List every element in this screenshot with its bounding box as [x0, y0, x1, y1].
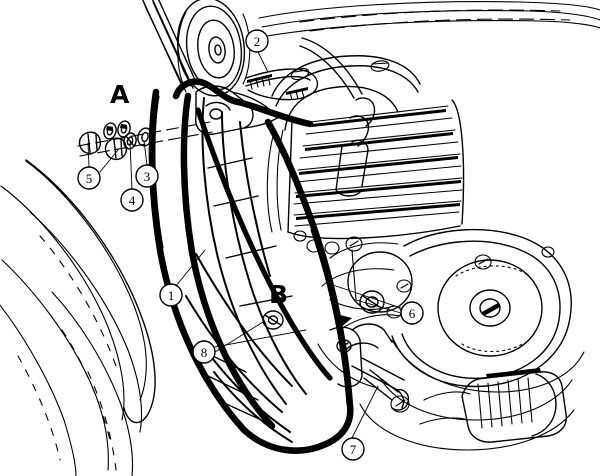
crankcase-port-circle: [347, 251, 413, 313]
footpeg: [461, 371, 567, 443]
callout-number: 7: [350, 442, 357, 457]
nut-b: [104, 137, 128, 161]
callout-number: 5: [86, 171, 93, 186]
section-label-a: A: [110, 80, 130, 109]
bracket-arm: [231, 91, 283, 129]
callout-8[interactable]: 8: [192, 340, 216, 364]
callout-circle: [77, 166, 101, 190]
hardware-shade: [106, 124, 127, 131]
clutch-cover-circle: [437, 259, 543, 357]
linkage-rod: [363, 369, 410, 411]
crash-bar-assembly: [148, 78, 354, 454]
callout-number: 3: [144, 169, 151, 184]
section-label-b: B: [269, 280, 289, 309]
callout-circle: [120, 188, 144, 212]
callout-6[interactable]: 6: [400, 301, 424, 325]
u-clamp-shade: [247, 74, 308, 95]
callout-group: 1 2 34 5 6 7 8: [77, 29, 424, 461]
cylinder-outline: [287, 99, 465, 240]
crankcase-lower: [359, 339, 585, 451]
callout-number: 8: [201, 345, 208, 360]
callout-circle: [159, 283, 183, 307]
footpeg-rib-shadow: [486, 368, 541, 378]
washer-small-a: [103, 122, 117, 140]
front-tire: [0, 160, 147, 476]
spring-washer: [123, 132, 137, 150]
crash-bar-inner-tubes: [185, 97, 307, 443]
upper-mount-bracket: [195, 85, 254, 135]
callout-7[interactable]: 7: [341, 437, 365, 461]
callout-5[interactable]: 5: [77, 166, 101, 190]
callout-4[interactable]: 4: [120, 188, 144, 212]
callout-1[interactable]: 1: [159, 283, 183, 307]
callout-number: 4: [129, 193, 136, 208]
callout-2[interactable]: 2: [245, 29, 269, 53]
cylinder-fins: [293, 105, 463, 227]
clutch-cover-slot: [482, 303, 500, 316]
callout-number: 1: [168, 288, 175, 303]
callout-leaders: [87, 51, 402, 439]
callout-3[interactable]: 3: [135, 164, 159, 188]
washer-small-b: [117, 120, 131, 138]
u-clamp: [245, 68, 319, 101]
callout-circle: [192, 340, 216, 364]
cover-screws: [396, 246, 555, 293]
callout-number: 2: [254, 34, 261, 49]
bar-clamp-bolt: [262, 310, 284, 330]
footpeg-rubber-ribs: [477, 377, 533, 429]
callout-circle: [245, 29, 269, 53]
front-fender-edge: [25, 159, 156, 424]
bar-clamp-bolt-2: [293, 230, 322, 253]
cover-embossed-text: [455, 265, 527, 352]
spark-plug-lead: [299, 37, 363, 99]
tire-tread-marks: [17, 235, 117, 471]
crash-bar-secondary: [195, 107, 333, 381]
callout-number: 6: [409, 306, 416, 321]
spark-plug-cap: [335, 97, 376, 197]
nut-a: [78, 131, 102, 155]
callout-circle: [135, 164, 159, 188]
footpeg-bracket: [390, 391, 471, 425]
frame-rail-dashes: [299, 9, 571, 32]
callout-circle: [400, 301, 424, 325]
crankcase-cover: [391, 228, 572, 388]
callout-circle: [341, 437, 365, 461]
crankcase-detail-lines: [317, 242, 401, 389]
